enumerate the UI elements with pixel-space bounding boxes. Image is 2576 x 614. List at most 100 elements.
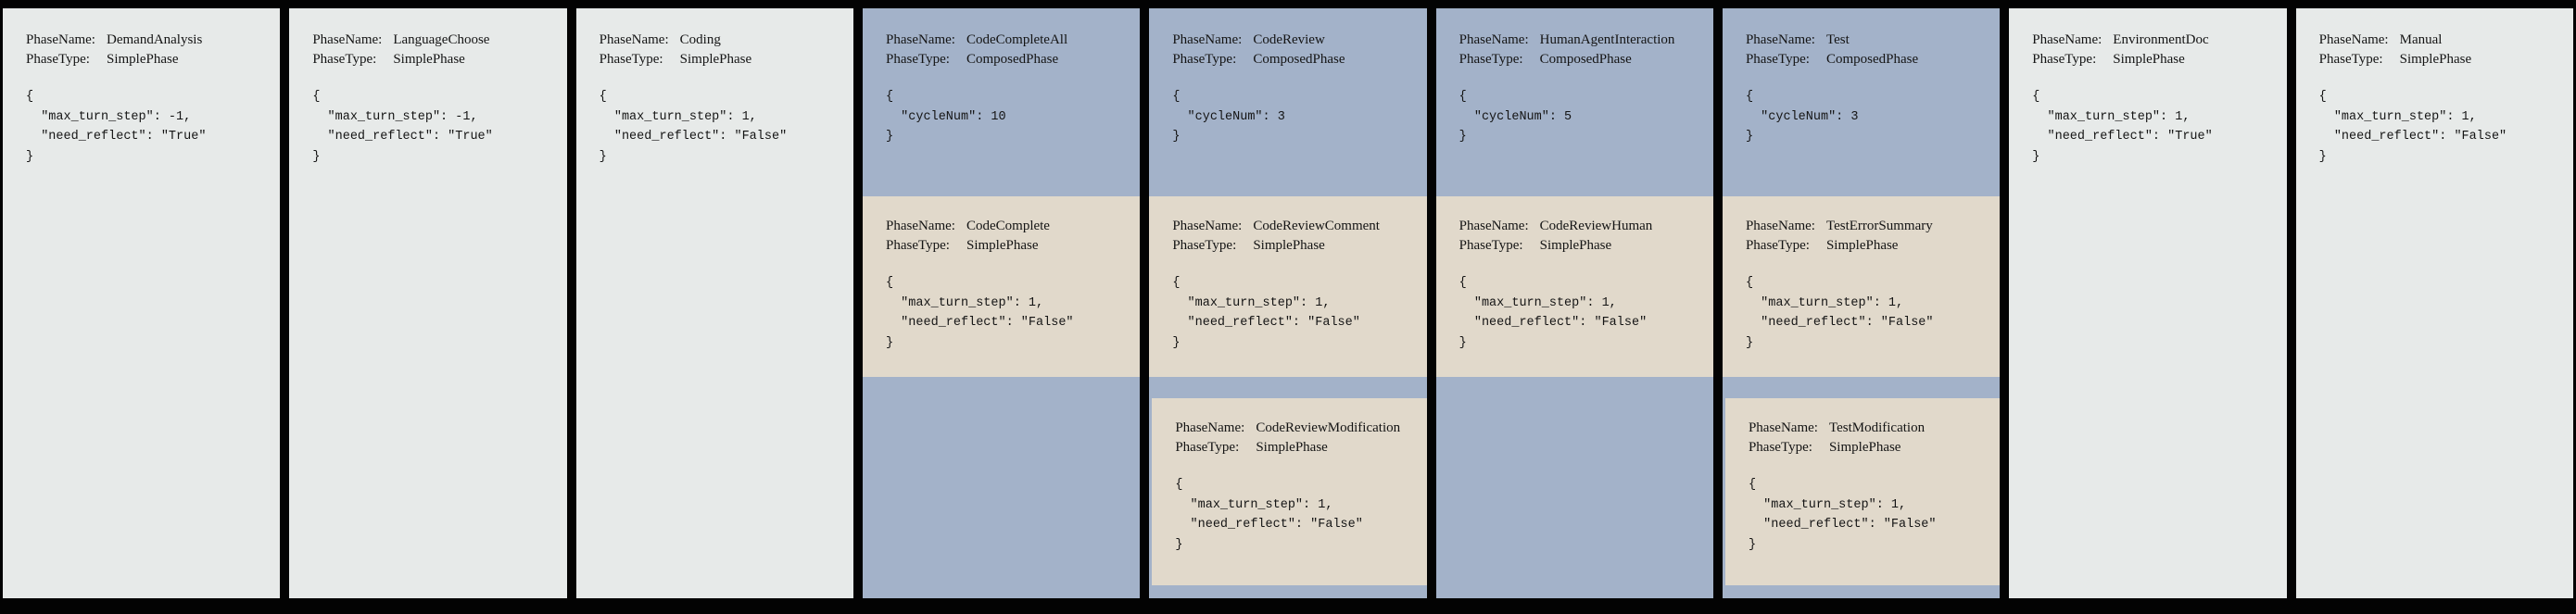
phase-name-row: PhaseName: CodeReviewComment bbox=[1172, 217, 1419, 236]
phase-header: PhaseName:DemandAnalysis PhaseType:Simpl… bbox=[3, 8, 280, 167]
subphase-divider bbox=[1149, 377, 1426, 398]
phase-type-value: SimplePhase bbox=[393, 52, 465, 67]
phase-type-label: PhaseType: bbox=[885, 238, 950, 253]
phase-card-language-choose: PhaseName: LanguageChoose PhaseType: Simpl… bbox=[289, 8, 567, 598]
phase-config-json: { "cycleNum": 3 } bbox=[1745, 90, 1859, 144]
phase-type-label: PhaseType: bbox=[885, 52, 950, 67]
phase-config-json: { "cycleNum": 5 } bbox=[1458, 90, 1572, 144]
phase-type-value: ComposedPhase bbox=[1825, 52, 1919, 67]
phase-name-row: PhaseName:TestErrorSummary bbox=[1746, 217, 1992, 236]
phase-config-json: { "max_turn_step": 1, "need_reflect": "F… bbox=[1458, 276, 1648, 350]
phase-config-json: { "max_turn_step": 1, "need_reflect": "F… bbox=[1175, 478, 1363, 552]
phase-type-label: PhaseType: bbox=[1175, 440, 1240, 455]
phase-type-value: SimplePhase bbox=[2113, 52, 2185, 67]
phase-name-value: TestErrorSummary bbox=[1825, 219, 1933, 233]
phase-type-row: PhaseType:SimplePhase bbox=[1749, 438, 1992, 457]
phase-name-value: CodeReviewModification bbox=[1256, 420, 1401, 435]
phase-name-label: PhaseName: bbox=[885, 32, 955, 47]
phase-name-label: PhaseName: bbox=[885, 219, 955, 233]
phase-name-label: PhaseName: bbox=[1175, 420, 1245, 435]
phase-type-row: PhaseType: SimplePhase bbox=[886, 236, 1132, 256]
phase-name-label: PhaseName: bbox=[1745, 32, 1815, 47]
phase-name-label: PhaseName: bbox=[599, 32, 669, 47]
phase-type-value: SimplePhase bbox=[966, 238, 1039, 253]
phase-type-label: PhaseType: bbox=[1745, 238, 1810, 253]
phase-name-value: CodeReviewComment bbox=[1253, 219, 1380, 233]
subphase-card-code-review-comment: PhaseName:CodeReviewComment PhaseType:Si… bbox=[1149, 196, 1427, 377]
phase-name-row: PhaseName:Manual bbox=[2319, 31, 2566, 50]
phase-card-coding: PhaseName: Coding PhaseType:SimplePhase {… bbox=[575, 8, 853, 598]
phase-type-row: PhaseType: SimplePhase bbox=[2032, 50, 2279, 69]
phase-type-value: SimplePhase bbox=[1828, 440, 1901, 455]
phase-card-environment-doc: PhaseName:EnvironmentDoc PhaseType:Simpl… bbox=[2009, 8, 2287, 598]
phase-type-label: PhaseType: bbox=[1172, 238, 1237, 253]
phase-type-row: PhaseType: ComposedPhase bbox=[1746, 50, 1992, 69]
phase-name-label: PhaseName: bbox=[312, 32, 383, 47]
phase-header: PhaseName: Test PhaseType: ComposedPhase {… bbox=[1723, 8, 2000, 196]
phase-header: PhaseName: LanguageChoose PhaseType: Simpl… bbox=[289, 8, 566, 167]
phase-config-json: { "max_turn_step": 1, "need_reflect": "F… bbox=[885, 276, 1074, 350]
phase-name-value: CodeReviewHuman bbox=[1539, 219, 1653, 233]
phase-type-value: SimplePhase bbox=[1825, 238, 1899, 253]
phase-card-code-review: PhaseName:CodeReview PhaseType:ComposedP… bbox=[1149, 8, 1427, 598]
phase-name-label: PhaseName: bbox=[1172, 219, 1243, 233]
phase-type-row: PhaseType: ComposedPhase bbox=[886, 50, 1132, 69]
phase-card-code-complete-all: PhaseName: CodeCompleteAll PhaseType: Comp… bbox=[862, 8, 1141, 598]
phase-card-manual: PhaseName:Manual PhaseType:SimplePhase {… bbox=[2295, 8, 2573, 598]
phase-type-label: PhaseType: bbox=[2032, 52, 2097, 67]
phase-type-row: PhaseType: SimplePhase bbox=[1175, 438, 1419, 457]
phase-type-label: PhaseType: bbox=[26, 52, 90, 67]
phase-config-json: { "max_turn_step": 1, "need_reflect": "F… bbox=[599, 90, 788, 164]
phase-header: PhaseName: Coding PhaseType:SimplePhase {… bbox=[576, 8, 853, 167]
phase-name-value: LanguageChoose bbox=[393, 32, 490, 47]
phase-name-value: Coding bbox=[679, 32, 721, 47]
phase-name-row: PhaseName:DemandAnalysis bbox=[26, 31, 272, 50]
phase-type-value: SimplePhase bbox=[1256, 440, 1328, 455]
phase-name-value: Manual bbox=[2399, 32, 2443, 47]
phase-type-value: SimplePhase bbox=[1539, 238, 1612, 253]
phase-name-label: PhaseName: bbox=[1458, 32, 1529, 47]
subphase-card-code-review-human: PhaseName: CodeReviewHuman PhaseType: Simp… bbox=[1435, 196, 1713, 377]
phase-name-value: Test bbox=[1825, 32, 1850, 47]
phase-card-human-agent-interaction: PhaseName:HumanAgentInteraction PhaseTyp… bbox=[1435, 8, 1713, 598]
phase-config-json: { "max_turn_step": 1, "need_reflect": "T… bbox=[2032, 90, 2213, 164]
phase-type-label: PhaseType: bbox=[1745, 52, 1810, 67]
phase-name-value: EnvironmentDoc bbox=[2113, 32, 2209, 47]
phase-type-value: SimplePhase bbox=[679, 52, 752, 67]
phase-name-value: TestModification bbox=[1828, 420, 1926, 435]
phase-type-label: PhaseType: bbox=[1458, 52, 1523, 67]
phase-type-label: PhaseType: bbox=[312, 52, 377, 67]
phase-name-label: PhaseName: bbox=[1748, 420, 1818, 435]
phase-config-json: { "max_turn_step": 1, "need_reflect": "F… bbox=[1748, 478, 1937, 552]
phase-header: PhaseName:Manual PhaseType:SimplePhase {… bbox=[2296, 8, 2573, 167]
phase-config-json: { "max_turn_step": 1, "need_reflect": "F… bbox=[1172, 276, 1360, 350]
phase-name-row: PhaseName:CodeReview bbox=[1172, 31, 1419, 50]
subphase-card-code-complete: PhaseName:CodeComplete PhaseType: SimpleP… bbox=[862, 196, 1141, 377]
phase-type-row: PhaseType:SimplePhase bbox=[26, 50, 272, 69]
phase-name-value: DemandAnalysis bbox=[107, 32, 203, 47]
phase-name-row: PhaseName: Coding bbox=[600, 31, 846, 50]
phase-header: PhaseName:EnvironmentDoc PhaseType:Simpl… bbox=[2009, 8, 2286, 167]
phase-header: PhaseName:CodeReview PhaseType:ComposedP… bbox=[1149, 8, 1426, 196]
phase-name-label: PhaseName: bbox=[1458, 219, 1529, 233]
phase-config-json: { "max_turn_step": 1, "need_reflect": "F… bbox=[1745, 276, 1934, 350]
phase-type-label: PhaseType: bbox=[2318, 52, 2383, 67]
subphase-divider bbox=[1723, 377, 2000, 398]
phase-name-row: PhaseName:CodeComplete bbox=[886, 217, 1132, 236]
phase-type-value: ComposedPhase bbox=[966, 52, 1059, 67]
phase-name-value: CodeCompleteAll bbox=[966, 32, 1068, 47]
phase-header: PhaseName: CodeCompleteAll PhaseType: Comp… bbox=[863, 8, 1140, 196]
phase-type-row: PhaseType:SimplePhase bbox=[600, 50, 846, 69]
phase-type-row: PhaseType:ComposedPhase bbox=[1172, 50, 1419, 69]
phase-type-row: PhaseType: SimplePhase bbox=[1459, 236, 1706, 256]
phase-config-json: { "cycleNum": 10 } bbox=[885, 90, 1006, 144]
phase-name-row: PhaseName: CodeReviewModification bbox=[1175, 419, 1419, 438]
phase-name-row: PhaseName:HumanAgentInteraction bbox=[1459, 31, 1706, 50]
phase-type-label: PhaseType: bbox=[1458, 238, 1523, 253]
subphase-card-test-modification: PhaseName: TestModification PhaseType:Sim… bbox=[1724, 398, 2001, 585]
phase-name-row: PhaseName: Test bbox=[1746, 31, 1992, 50]
phase-type-row: PhaseType:SimplePhase bbox=[2319, 50, 2566, 69]
phase-type-value: ComposedPhase bbox=[1539, 52, 1632, 67]
phase-name-row: PhaseName: CodeCompleteAll bbox=[886, 31, 1132, 50]
